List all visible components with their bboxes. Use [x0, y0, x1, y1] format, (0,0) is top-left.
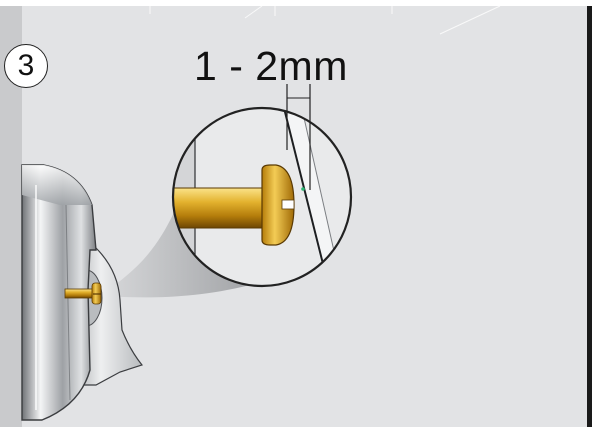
gap-dimension-lines — [286, 84, 311, 190]
lens-ring — [171, 106, 353, 288]
right-border — [587, 6, 592, 427]
brass-screw-icon — [64, 282, 102, 305]
magnified-screw-detail — [171, 106, 353, 288]
wall-strip — [0, 6, 22, 427]
step-number: 3 — [17, 49, 35, 82]
door-handle-body — [21, 164, 97, 421]
step-number-badge: 3 — [4, 44, 48, 88]
gap-measurement-label: 1 - 2mm — [194, 43, 348, 89]
